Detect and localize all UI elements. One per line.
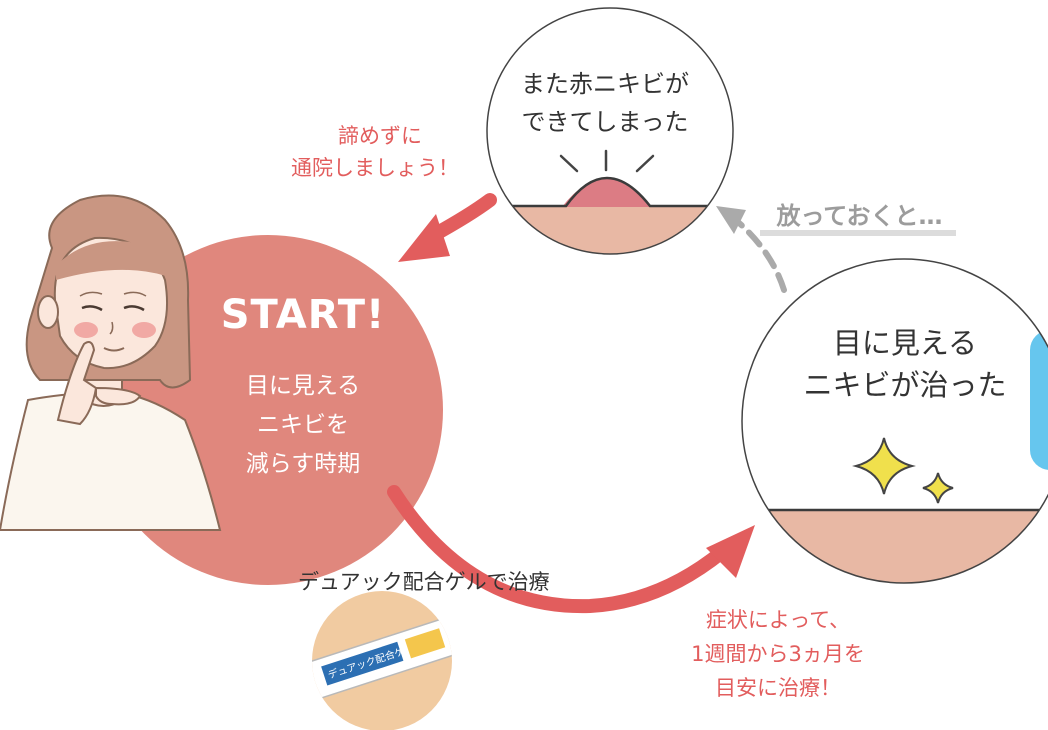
neglect-underline xyxy=(760,230,956,236)
pimple-circle xyxy=(486,7,734,255)
start-text-line-1: 目に見える xyxy=(245,373,361,399)
small-sparkle-icon xyxy=(922,472,954,504)
neglect-label: 放っておくと… xyxy=(776,202,943,230)
treatment-arrowhead-icon xyxy=(706,525,755,578)
healed-circle xyxy=(741,258,1048,584)
treatment-label: デュアック配合ゲルで治療 xyxy=(298,570,550,594)
encourage-text-line-1: 諦めずに xyxy=(338,124,422,148)
sparkle-icon xyxy=(852,437,916,495)
woman-illustration xyxy=(0,194,222,531)
treatment-arrow-icon xyxy=(387,485,729,614)
healed-text-line-1: 目に見える xyxy=(832,326,978,360)
encourage-arrowhead-icon xyxy=(398,214,450,262)
start-text-line-2: ニキビを xyxy=(257,412,349,438)
start-text-line-3: 減らす時期 xyxy=(245,451,361,477)
gel-bubble: デュアック配合ゲル xyxy=(312,591,452,730)
duration-text-line-2: 1週間から3ヵ月を xyxy=(691,642,865,666)
healed-text-line-2: ニキビが治った xyxy=(803,368,1007,402)
blue-edge xyxy=(1030,330,1048,470)
encourage-text-line-2: 通院しましょう！ xyxy=(291,156,459,180)
start-title: START! xyxy=(220,292,386,338)
neglect-arrowhead-icon xyxy=(716,206,746,234)
pimple-text-line-1: また赤ニキビが xyxy=(521,70,689,98)
shine-lines-icon xyxy=(559,149,655,173)
duration-text-line-3: 目安に治療！ xyxy=(715,676,841,700)
pimple-text-line-2: できてしまった xyxy=(521,108,689,136)
neglect-arrow-icon xyxy=(735,219,787,293)
duration-text-line-1: 症状によって、 xyxy=(705,608,851,632)
